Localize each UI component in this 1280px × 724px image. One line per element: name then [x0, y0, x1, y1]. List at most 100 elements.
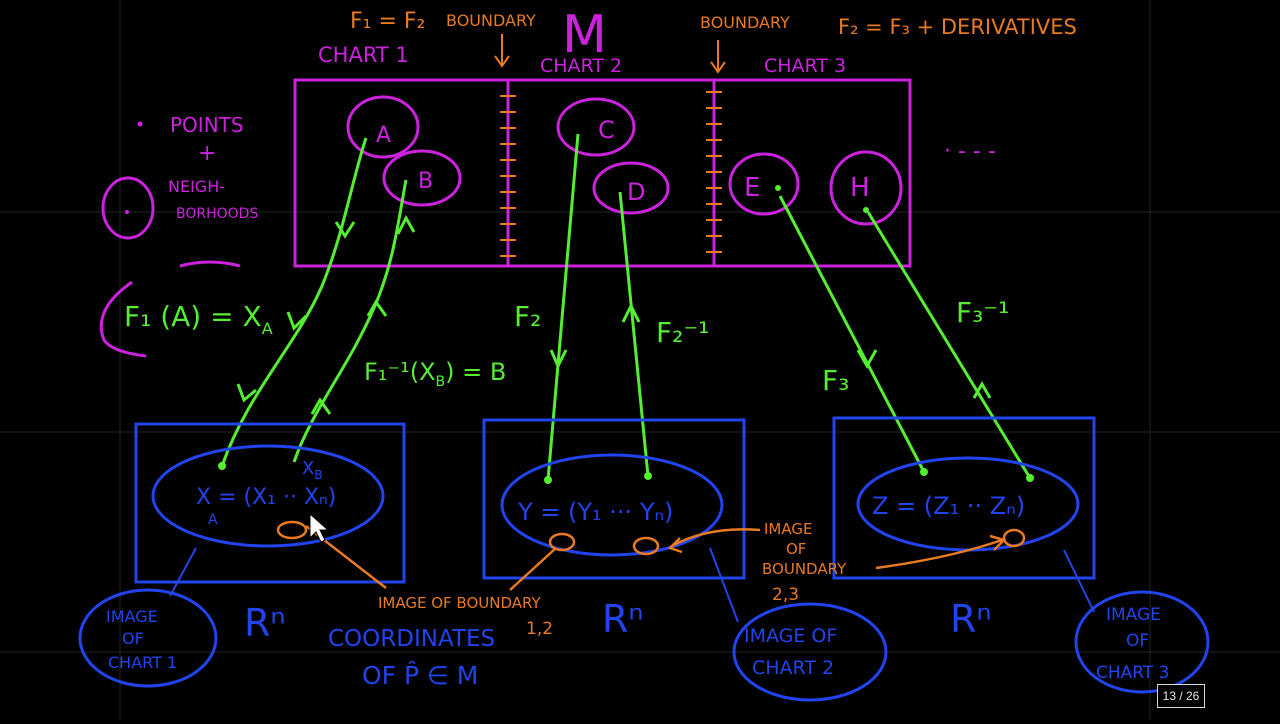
image-chart2-bubble — [732, 602, 888, 702]
manifold-rectangle — [293, 78, 912, 268]
f1-arrowhead-2 — [286, 311, 308, 331]
image-chart3-bubble — [1074, 590, 1210, 694]
boundary-image-12-in-chart1 — [276, 520, 308, 540]
point-c-label: C — [598, 116, 615, 144]
top-header: M F₁ = F₂ BOUNDARY BOUNDARY F₂ = F₃ + DE… — [318, 5, 1077, 77]
chart2-label: CHART 2 — [540, 55, 622, 77]
boundary-image-23-in-chart2 — [632, 536, 660, 556]
rn-label-1: Rⁿ — [244, 601, 286, 645]
image-chart1-bubble — [78, 588, 218, 688]
image-chart1-pointer — [169, 547, 197, 597]
y-coordinates-label: Y = (Y₁ ··· Yₙ) — [517, 498, 673, 526]
rn-label-2: Rⁿ — [602, 597, 644, 641]
rn-box-2 — [482, 418, 746, 580]
map-endpoints — [218, 185, 1034, 484]
image-of-boundary-23-index: 2,3 — [772, 585, 799, 605]
f3-inverse-label: F₃⁻¹ — [956, 296, 1009, 329]
chart3-label: CHART 3 — [764, 55, 846, 77]
rn-label-3: Rⁿ — [950, 597, 992, 641]
image-of-boundary-23-line3: BOUNDARY — [762, 560, 847, 578]
f3-arrow — [778, 195, 926, 473]
image-chart3-pointer — [1063, 549, 1095, 613]
boundary-right-arrow — [710, 40, 726, 74]
legend-points: POINTS — [170, 113, 244, 137]
manifold: A B C D E H · - - - — [293, 78, 996, 268]
boundary-12-pointer-b — [509, 547, 557, 591]
legend-neighborhood-circle — [101, 176, 155, 240]
chart-image-annotations: IMAGE OF CHART 1 COORDINATES OF P̂ ∈ M I… — [78, 547, 1210, 702]
f1-arrow — [220, 137, 368, 467]
f2-label: F₂ — [514, 300, 541, 333]
f1-bracket — [99, 280, 147, 358]
ellipsis-label: · - - - — [944, 139, 996, 164]
coordinates-line1: COORDINATES — [328, 626, 495, 652]
z-coordinates-label: Z = (Z₁ ·· Zₙ) — [872, 492, 1025, 520]
image-chart2-pointer — [709, 547, 739, 623]
image-of-boundary-12-text: IMAGE OF BOUNDARY — [378, 594, 541, 612]
legend-neigh: NEIGH- — [168, 177, 225, 196]
image-chart1-line3: CHART 1 — [108, 653, 177, 672]
neighborhood-e — [728, 152, 800, 216]
image-of-boundary-12-index: 1,2 — [526, 619, 553, 639]
point-d-label: D — [627, 178, 645, 206]
f1-inverse-arrow — [292, 179, 408, 463]
page-counter: 13 / 26 — [1157, 684, 1205, 708]
legend-point-dot — [137, 121, 143, 127]
image-of-boundary-23-line1: IMAGE — [764, 520, 812, 538]
image-chart1-line1: IMAGE — [106, 607, 158, 626]
neighborhood-c — [556, 97, 636, 157]
legend-neighborhood-dot — [125, 210, 129, 214]
x-subscript-a: A — [208, 512, 218, 528]
image-chart2-line1: IMAGE OF — [744, 625, 837, 647]
legend-borhoods: BORHOODS — [176, 206, 258, 222]
mouse-cursor-icon — [309, 512, 330, 543]
neighborhood-b — [382, 149, 462, 207]
boundary-right-label: BOUNDARY — [700, 13, 790, 32]
image-of-boundary-23-line2: OF — [786, 540, 806, 558]
neighborhood-h — [829, 150, 903, 226]
image-chart3-line1: IMAGE — [1106, 605, 1161, 625]
boundary-image-12-in-chart2 — [548, 532, 576, 552]
f3-inverse-arrow — [866, 211, 1032, 479]
x-coordinates-label: X = (X₁ ·· Xₙ) — [196, 485, 336, 510]
f2-arrowhead — [549, 349, 568, 370]
f3-arrowhead — [856, 349, 878, 370]
boundary-image-23-in-chart3 — [1002, 528, 1026, 548]
rn-box-1 — [134, 422, 406, 584]
image-chart3-line3: CHART 3 — [1096, 663, 1169, 683]
boundary-images — [276, 520, 1026, 591]
f1-arrowhead-1 — [334, 221, 356, 239]
image-chart3-line2: OF — [1126, 631, 1149, 651]
left-legend: POINTS + NEIGH- BORHOODS — [99, 113, 258, 358]
f1-inverse-arrowhead-3 — [396, 214, 416, 235]
image-chart2-line2: CHART 2 — [752, 657, 834, 679]
boundary-annotations: IMAGE OF BOUNDARY 1,2 IMAGE OF BOUNDARY … — [378, 520, 847, 639]
point-e-label: E — [744, 173, 760, 203]
f2-inverse-arrowhead — [621, 302, 641, 323]
f2-inverse-arrow — [618, 191, 650, 477]
image-chart1-line2: OF — [122, 629, 144, 648]
rn-box-3 — [832, 416, 1096, 580]
boundary-ticks-23 — [706, 91, 722, 253]
f1-arrowhead-3 — [236, 383, 257, 403]
f1-equals-f2-label: F₁ = F₂ — [350, 9, 425, 34]
boundary-ticks-12 — [500, 95, 516, 257]
point-a-label: A — [376, 123, 391, 148]
rn-boxes: X = (X₁ ·· Xₙ) A XB Y = (Y₁ ··· Yₙ) Z = … — [134, 416, 1096, 645]
chart2-image-ellipse — [500, 453, 724, 557]
boundary-left-label: BOUNDARY — [446, 11, 536, 30]
legend-underline — [179, 260, 241, 268]
point-h-label: H — [850, 173, 870, 203]
xb-label: XB — [302, 458, 323, 482]
legend-plus: + — [198, 141, 216, 166]
f1-inverse-arrowhead-2 — [366, 299, 388, 317]
boundary-left-arrow — [494, 34, 510, 68]
neighborhood-a — [346, 95, 420, 159]
neighborhood-d — [592, 161, 670, 215]
map-labels: F₁ (A) = XA F₁⁻¹(XB) = B F₂ F₂⁻¹ F₃ F₃⁻¹ — [124, 296, 1009, 397]
f3-label: F₃ — [822, 364, 849, 397]
f1-inverse-label: F₁⁻¹(XB) = B — [364, 358, 506, 390]
chart1-image-ellipse — [151, 444, 385, 548]
